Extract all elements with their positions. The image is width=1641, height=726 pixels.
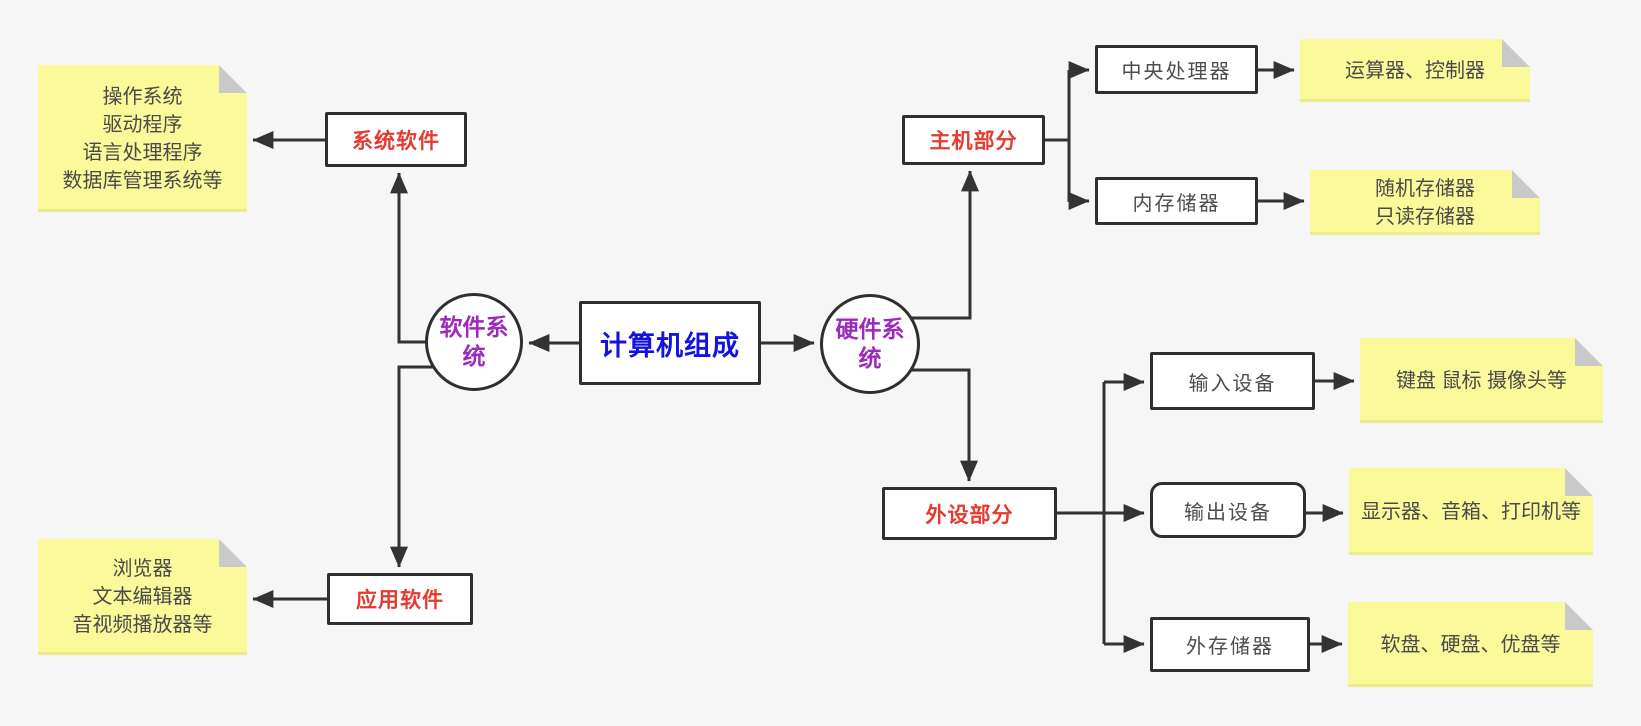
node-label: 中央处理器	[1121, 61, 1232, 83]
node-system-software[interactable]: 系统软件	[325, 112, 467, 167]
note-system-software-examples[interactable]: 操作系统 驱动程序 语言处理程序 数据库管理系统等	[38, 65, 247, 212]
connector-hardware-to-host-part	[888, 170, 979, 320]
node-label: 硬件系 统	[835, 316, 905, 371]
note-text: 操作系统 驱动程序 语言处理程序 数据库管理系统等	[62, 85, 223, 192]
node-label: 主机部分	[929, 130, 1018, 153]
note-memory-types[interactable]: 随机存储器 只读存储器	[1310, 170, 1540, 235]
node-internal-memory[interactable]: 内存储器	[1095, 177, 1258, 225]
note-input-examples[interactable]: 键盘 鼠标 摄像头等	[1360, 338, 1603, 423]
node-label: 外存储器	[1186, 636, 1274, 658]
root-label: 计算机组成	[600, 330, 740, 361]
node-peripheral-part[interactable]: 外设部分	[882, 487, 1057, 540]
note-application-software-examples[interactable]: 浏览器 文本编辑器 音视频播放器等	[38, 539, 247, 655]
node-cpu[interactable]: 中央处理器	[1095, 45, 1258, 94]
note-text: 随机存储器 只读存储器	[1375, 177, 1475, 228]
node-label: 输出设备	[1184, 501, 1272, 524]
node-label: 外设部分	[925, 503, 1014, 527]
node-output-device[interactable]: 输出设备	[1150, 482, 1306, 538]
node-computer-composition-root[interactable]: 计算机组成	[579, 301, 761, 385]
node-application-software[interactable]: 应用软件	[327, 573, 473, 625]
note-text: 运算器、控制器	[1345, 59, 1485, 82]
connector-software-to-application-software	[390, 365, 452, 568]
node-label: 系统软件	[352, 129, 440, 153]
node-label: 应用软件	[356, 589, 444, 612]
node-software-system[interactable]: 软件系 统	[425, 293, 523, 391]
node-host-part[interactable]: 主机部分	[902, 115, 1045, 165]
note-text: 浏览器 文本编辑器 音视频播放器等	[72, 558, 213, 636]
note-text: 显示器、音箱、打印机等	[1361, 500, 1581, 523]
node-label: 输入设备	[1188, 372, 1277, 395]
note-external-storage-examples[interactable]: 软盘、硬盘、优盘等	[1348, 602, 1593, 687]
connector-hardware-to-peripheral-part	[888, 368, 978, 482]
node-input-device[interactable]: 输入设备	[1150, 352, 1315, 410]
note-cpu-components[interactable]: 运算器、控制器	[1300, 39, 1530, 102]
node-hardware-system[interactable]: 硬件系 统	[820, 294, 920, 394]
node-label: 软件系 统	[439, 314, 509, 369]
note-text: 软盘、硬盘、优盘等	[1380, 633, 1561, 656]
node-external-storage[interactable]: 外存储器	[1150, 617, 1310, 672]
note-text: 键盘 鼠标 摄像头等	[1395, 369, 1568, 392]
node-label: 内存储器	[1132, 192, 1221, 215]
note-output-examples[interactable]: 显示器、音箱、打印机等	[1349, 468, 1593, 555]
